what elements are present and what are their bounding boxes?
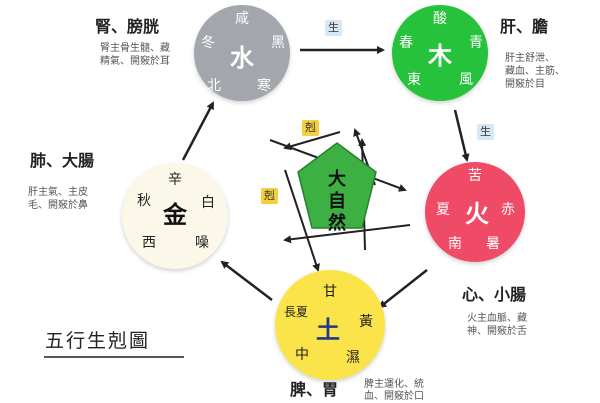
water-left-char: 冬: [201, 35, 215, 51]
metal-organ-label: 肺、大腸: [30, 151, 95, 170]
earth-organ-label: 脾、胃: [290, 380, 339, 399]
fire-circle: [425, 162, 525, 262]
wood-function-line-2: 藏血、主筋、: [505, 66, 565, 77]
metal-right-char: 白: [201, 195, 215, 211]
arrow-ke-4: [284, 169, 320, 272]
fire-function-line-2: 神、開竅於舌: [467, 326, 527, 337]
wood-left-char: 春: [399, 35, 413, 51]
earth-br-char: 濕: [346, 350, 360, 366]
earth-bl-char: 中: [295, 347, 309, 363]
water-br-char: 寒: [257, 78, 271, 94]
wood-right-char: 青: [469, 35, 483, 51]
center-char-1: 大: [328, 169, 346, 190]
wood-bl-char: 東: [407, 72, 421, 88]
arrow-metal-to-water: [181, 101, 215, 161]
arrow-ke-3: [283, 224, 411, 244]
arrow-wood-to-fire: [453, 109, 470, 162]
wood-function-line-1: 肝主舒泄、: [505, 53, 555, 64]
center-pentagon: [297, 142, 377, 229]
earth-top-char: 甘: [323, 284, 337, 300]
fire-name: 火: [465, 200, 489, 228]
arrow-ke-6: [283, 131, 341, 151]
sheng-tag-right: 生: [477, 124, 494, 140]
water-name: 水: [230, 44, 254, 72]
wood-br-char: 風: [459, 72, 473, 88]
metal-function-line-1: 肝主氣、主皮: [28, 187, 88, 198]
fire-left-char: 夏: [436, 202, 450, 218]
water-function-line-1: 腎主骨生髓、藏: [100, 43, 170, 54]
water-circle: [194, 5, 290, 101]
fire-bl-char: 南: [448, 236, 462, 252]
wood-circle: [392, 5, 488, 101]
sheng-tag-top: 生: [325, 20, 342, 36]
fire-right-char: 赤: [501, 202, 515, 218]
ke-tag-top: 剋: [302, 120, 319, 136]
center-char-2: 自: [328, 191, 346, 212]
metal-br-char: 噪: [195, 235, 209, 251]
wood-function-line-3: 開竅於目: [505, 79, 545, 90]
metal-bl-char: 西: [142, 235, 156, 251]
center-char-3: 然: [328, 213, 346, 234]
wood-top-char: 酸: [433, 11, 447, 27]
water-function-line-2: 精氣、開竅於耳: [100, 56, 170, 67]
fire-function-line-1: 火主血脈、藏: [467, 313, 527, 324]
title-underline: [44, 356, 184, 358]
fire-top-char: 苦: [468, 168, 482, 184]
metal-left-char: 秋: [137, 193, 151, 209]
fire-organ-label: 心、小腸: [462, 285, 527, 304]
arrow-fire-to-earth: [378, 269, 428, 309]
earth-name: 土: [316, 316, 340, 344]
water-bl-char: 北: [207, 78, 221, 94]
water-top-char: 咸: [235, 11, 249, 27]
metal-function-line-2: 毛、開竅於鼻: [28, 200, 88, 211]
fire-br-char: 暑: [486, 236, 500, 252]
arrow-earth-to-metal: [220, 260, 273, 301]
wood-name: 木: [428, 42, 452, 70]
ke-tag-left: 剋: [261, 188, 278, 204]
earth-function-line-2: 血、開竅於口: [364, 391, 424, 402]
earth-circle: [275, 270, 385, 380]
water-organ-label: 腎、膀胱: [95, 17, 160, 36]
metal-circle: [122, 163, 228, 269]
wood-organ-label: 肝、膽: [500, 17, 549, 36]
water-right-char: 黑: [271, 35, 285, 51]
earth-left-char: 長夏: [283, 305, 309, 319]
earth-right-char: 黃: [359, 314, 373, 330]
diagram-title: 五行生剋圖: [45, 330, 151, 352]
metal-name: 金: [163, 201, 187, 229]
metal-top-char: 辛: [168, 172, 182, 188]
earth-function-line-1: 脾主運化、統: [364, 379, 424, 390]
